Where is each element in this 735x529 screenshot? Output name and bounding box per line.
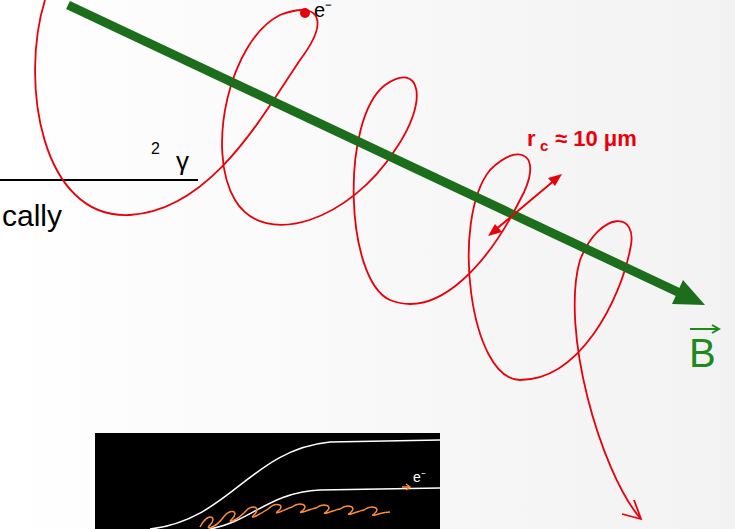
arrow-head: [622, 500, 641, 519]
vector-arrow: [690, 328, 718, 330]
field-symbol: B: [689, 333, 716, 373]
formula-symbol: γ: [176, 148, 189, 174]
electron-helix: [35, 0, 640, 518]
fraction-bar: [0, 179, 198, 181]
arrow-head: [672, 280, 705, 305]
field-axis: [68, 5, 682, 294]
vector-arrow: [712, 325, 719, 333]
radius-subscript: c: [540, 138, 548, 153]
electron-spiral: [200, 504, 390, 528]
radius-symbol: r: [527, 128, 536, 150]
arrow-head: [548, 174, 562, 186]
electron-dot: [300, 8, 310, 18]
radius-arrow: [494, 179, 556, 231]
inset-panel: [95, 433, 440, 529]
electron-label: e⁻: [314, 0, 332, 20]
formula-exponent: 2: [151, 141, 160, 157]
field-line: [150, 440, 440, 529]
arrow-head: [488, 224, 502, 236]
field-line: [210, 488, 440, 529]
radius-value: ≈ 10 μm: [555, 128, 637, 150]
cropped-text: cally: [2, 201, 62, 231]
electron-label: e⁻: [413, 470, 426, 484]
arrow-head: [402, 484, 410, 490]
